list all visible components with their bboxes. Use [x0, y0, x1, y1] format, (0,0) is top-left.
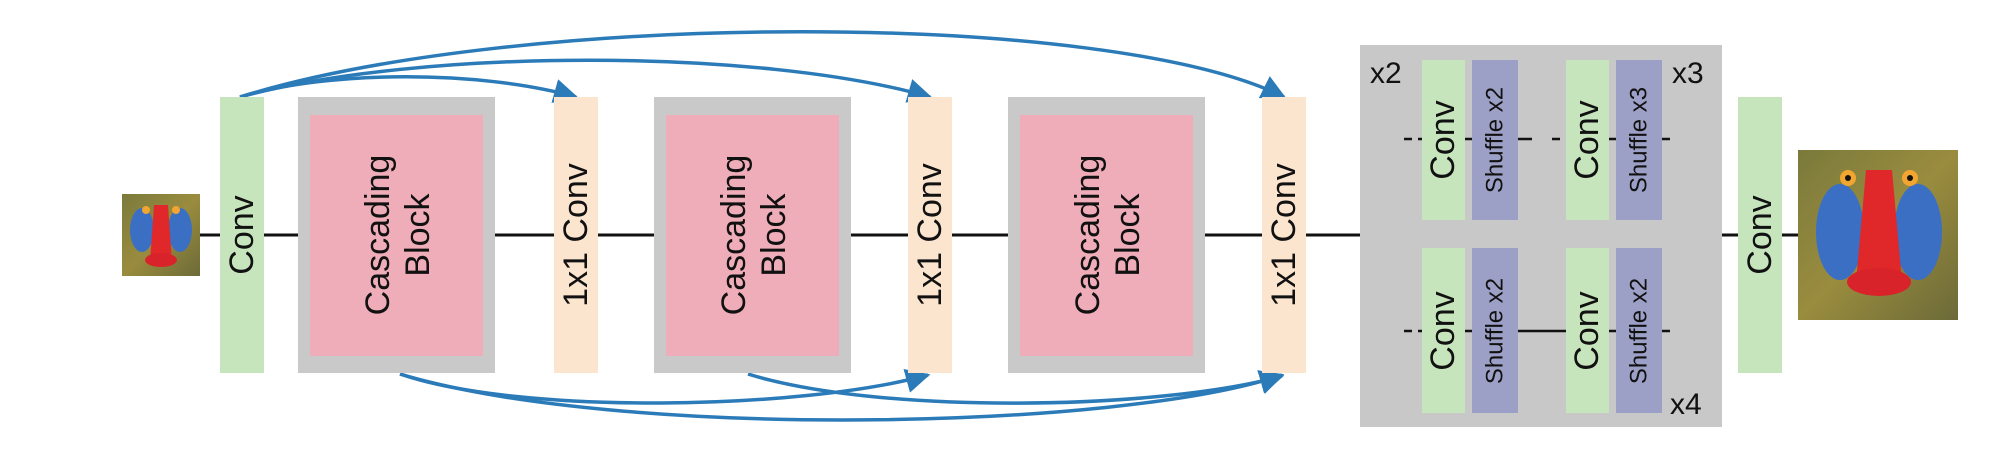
upsample-x4-multiplier: x4: [1670, 388, 1702, 421]
cascading-block-3-line2: Block: [1109, 192, 1147, 276]
upsample-x3-conv: [1566, 60, 1609, 220]
upsample-x4-branch: Conv Shuffle x2 Conv Shuffle x2 x4: [1404, 248, 1702, 421]
upsample-x2-shuffle-label: Shuffle x2: [1482, 87, 1509, 193]
upsample-x2-shuffle: [1472, 60, 1518, 220]
upsample-x2-conv-label: Conv: [1424, 100, 1462, 179]
upsample-x4-conv-2: [1566, 248, 1609, 413]
skip-connections: [239, 30, 1287, 422]
upsample-x4-shuffle-1: [1472, 248, 1518, 413]
pointwise-conv-3: 1x1 Conv: [1262, 97, 1306, 373]
cascading-block-3: Cascading Block: [1008, 97, 1205, 373]
skip-arrow-top-3: [239, 30, 1287, 99]
skip-arrow-bottom-1: [399, 368, 931, 405]
upsample-x2-branch: x2 Conv Shuffle x2: [1370, 57, 1532, 220]
input-conv-layer: Conv: [220, 97, 264, 373]
cascading-block-2-line2: Block: [755, 192, 793, 276]
pointwise-conv-2-label: 1x1 Conv: [911, 163, 949, 307]
pointwise-conv-1: 1x1 Conv: [554, 97, 598, 373]
cascading-block-1-line1: Cascading: [359, 155, 397, 316]
upsample-x3-multiplier: x3: [1672, 57, 1704, 90]
skip-arrow-bottom-2: [399, 370, 1285, 422]
upsample-x4-conv-1-label: Conv: [1424, 291, 1462, 370]
skip-arrow-top-2: [239, 58, 933, 103]
upsample-x2-conv: [1422, 60, 1465, 220]
cascading-block-1-line2: Block: [399, 192, 437, 276]
upsample-x4-shuffle-2-label: Shuffle x2: [1626, 278, 1653, 384]
upsample-x4-conv-2-label: Conv: [1568, 291, 1606, 370]
pointwise-conv-2: 1x1 Conv: [908, 97, 952, 373]
input-image: [122, 194, 200, 276]
output-conv-label: Conv: [1741, 195, 1779, 274]
upsample-x3-shuffle-label: Shuffle x3: [1626, 87, 1653, 193]
input-conv-label: Conv: [223, 195, 261, 274]
upsample-x3-conv-label: Conv: [1568, 100, 1606, 179]
cascading-block-3-line1: Cascading: [1069, 155, 1107, 316]
upsample-x4-conv-1: [1422, 248, 1465, 413]
output-image: [1798, 150, 1958, 320]
upsample-x2-multiplier: x2: [1370, 57, 1402, 90]
cascading-block-2: Cascading Block: [654, 97, 851, 373]
cascading-block-1: Cascading Block: [298, 97, 495, 373]
upsample-x4-shuffle-1-label: Shuffle x2: [1482, 278, 1509, 384]
cascading-block-2-line1: Cascading: [715, 155, 753, 316]
upsample-x3-branch: x3 Conv Shuffle x3: [1552, 57, 1704, 220]
upsample-x4-shuffle-2: [1616, 248, 1662, 413]
pointwise-conv-1-label: 1x1 Conv: [557, 163, 595, 307]
output-conv-layer: Conv: [1738, 97, 1782, 373]
skip-arrow-bottom-3: [747, 370, 1285, 405]
pointwise-conv-3-label: 1x1 Conv: [1265, 163, 1303, 307]
upsample-panel: x2 Conv Shuffle x2 x3 Conv Shuffle x3: [1360, 45, 1722, 427]
upsample-x3-shuffle: [1616, 60, 1662, 220]
